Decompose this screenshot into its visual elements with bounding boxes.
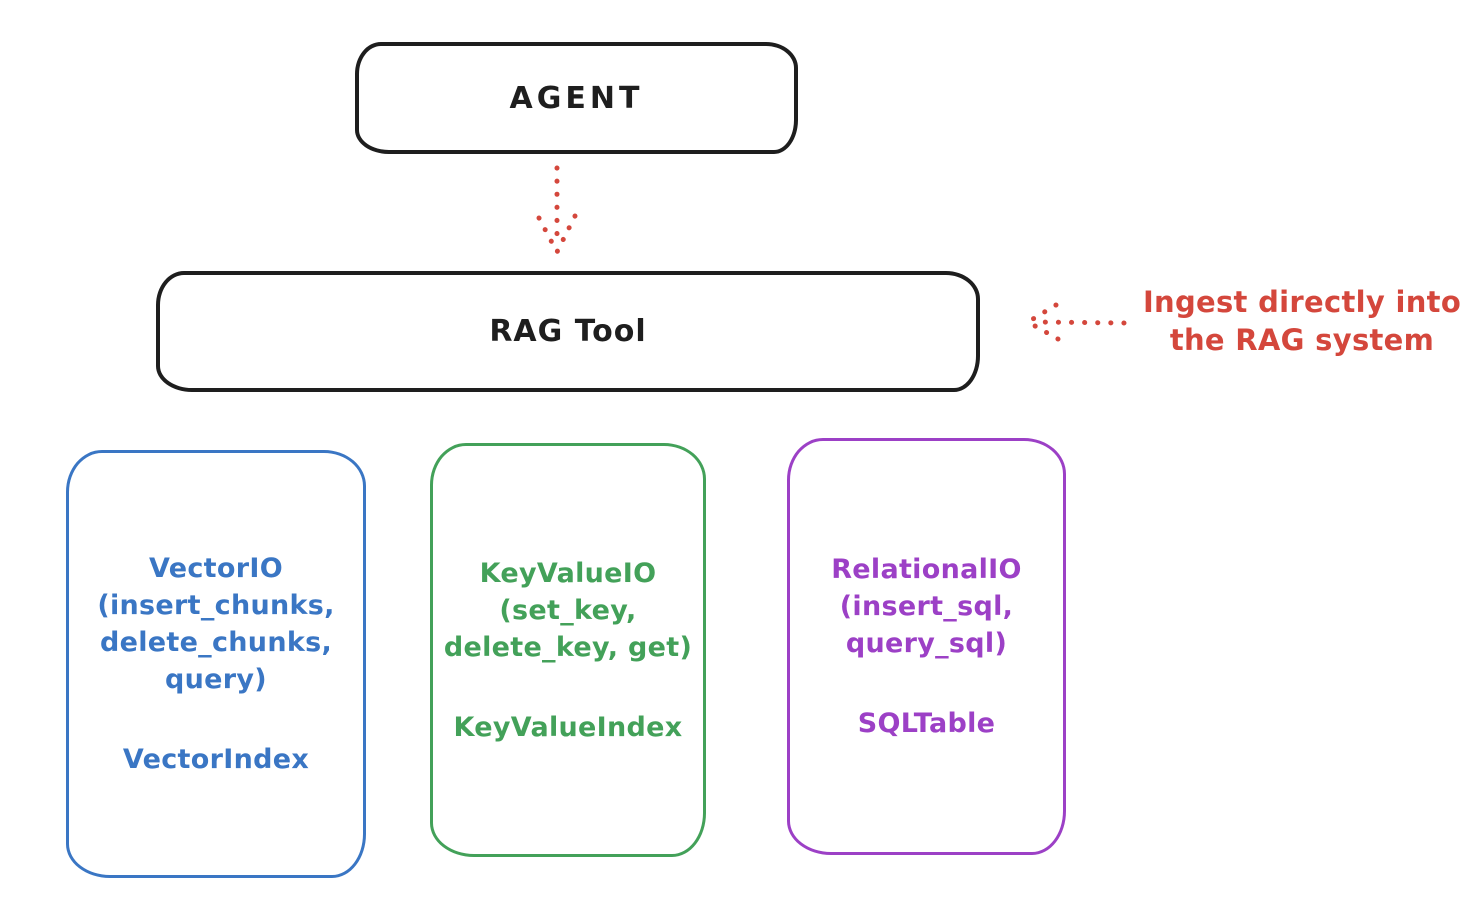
agent-to-ragtool-dotted-arrow-icon xyxy=(536,165,578,255)
keyvalue-io-title: KeyValueIO xyxy=(479,557,657,589)
vector-io-methods-line: delete_chunks, xyxy=(99,627,333,658)
keyvalue-io-methods-line: (set_key, xyxy=(499,594,637,626)
ingest-annotation: Ingest directly into the RAG system xyxy=(1132,283,1472,359)
vector-index-label: VectorIndex xyxy=(122,744,310,775)
relational-io-methods-line: query_sql) xyxy=(845,628,1008,659)
ingest-annotation-line1: Ingest directly into xyxy=(1142,285,1462,319)
keyvalue-io-methods-line: delete_key, get) xyxy=(443,631,693,663)
relational-io-text: RelationalIO (insert_sql, query_sql) SQL… xyxy=(831,551,1022,742)
sql-table-label: SQLTable xyxy=(857,708,996,739)
relational-io-node[interactable]: RelationalIO (insert_sql, query_sql) SQL… xyxy=(787,438,1066,855)
ingest-dotted-left-arrow-icon xyxy=(1025,302,1127,342)
keyvalue-io-node[interactable]: KeyValueIO (set_key, delete_key, get) Ke… xyxy=(430,443,706,857)
vector-io-methods-line: query) xyxy=(165,664,267,695)
rag-tool-label: RAG Tool xyxy=(489,314,647,349)
relational-io-methods-line: (insert_sql, xyxy=(839,591,1014,622)
ingest-annotation-line2: the RAG system xyxy=(1169,323,1435,357)
rag-tool-node[interactable]: RAG Tool xyxy=(156,271,980,392)
keyvalue-io-text: KeyValueIO (set_key, delete_key, get) Ke… xyxy=(444,555,692,746)
keyvalue-index-label: KeyValueIndex xyxy=(453,711,683,743)
vector-io-node[interactable]: VectorIO (insert_chunks, delete_chunks, … xyxy=(66,450,366,878)
vector-io-title: VectorIO xyxy=(149,553,283,584)
agent-label: AGENT xyxy=(509,80,644,116)
relational-io-title: RelationalIO xyxy=(831,554,1022,585)
agent-node[interactable]: AGENT xyxy=(355,42,798,154)
vector-io-methods-line: (insert_chunks, xyxy=(97,590,335,621)
vector-io-text: VectorIO (insert_chunks, delete_chunks, … xyxy=(97,550,334,778)
